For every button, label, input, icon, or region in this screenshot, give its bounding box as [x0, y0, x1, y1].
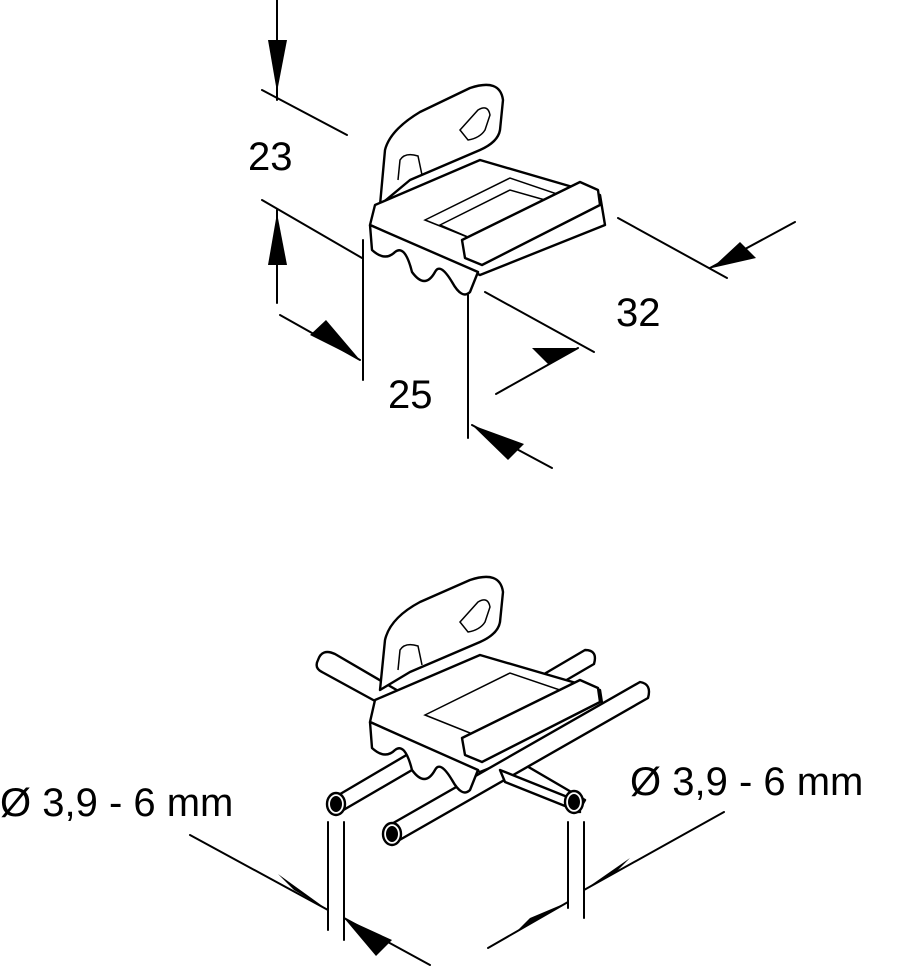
clip-on-wires-view [315, 575, 651, 847]
left-wire-diameter-label: Ø 3,9 - 6 mm [0, 781, 233, 825]
depth-dimension-label: 32 [616, 291, 661, 335]
clip-top-view [368, 83, 607, 296]
dimension-depth [484, 217, 796, 395]
dimension-left-wire [189, 821, 431, 966]
dimension-width [279, 239, 553, 469]
width-dimension-label: 25 [388, 373, 433, 417]
height-dimension-label: 23 [248, 135, 293, 179]
dimension-height [261, 0, 363, 304]
right-wire-diameter-label: Ø 3,9 - 6 mm [630, 760, 863, 804]
dimension-right-wire [487, 811, 725, 949]
